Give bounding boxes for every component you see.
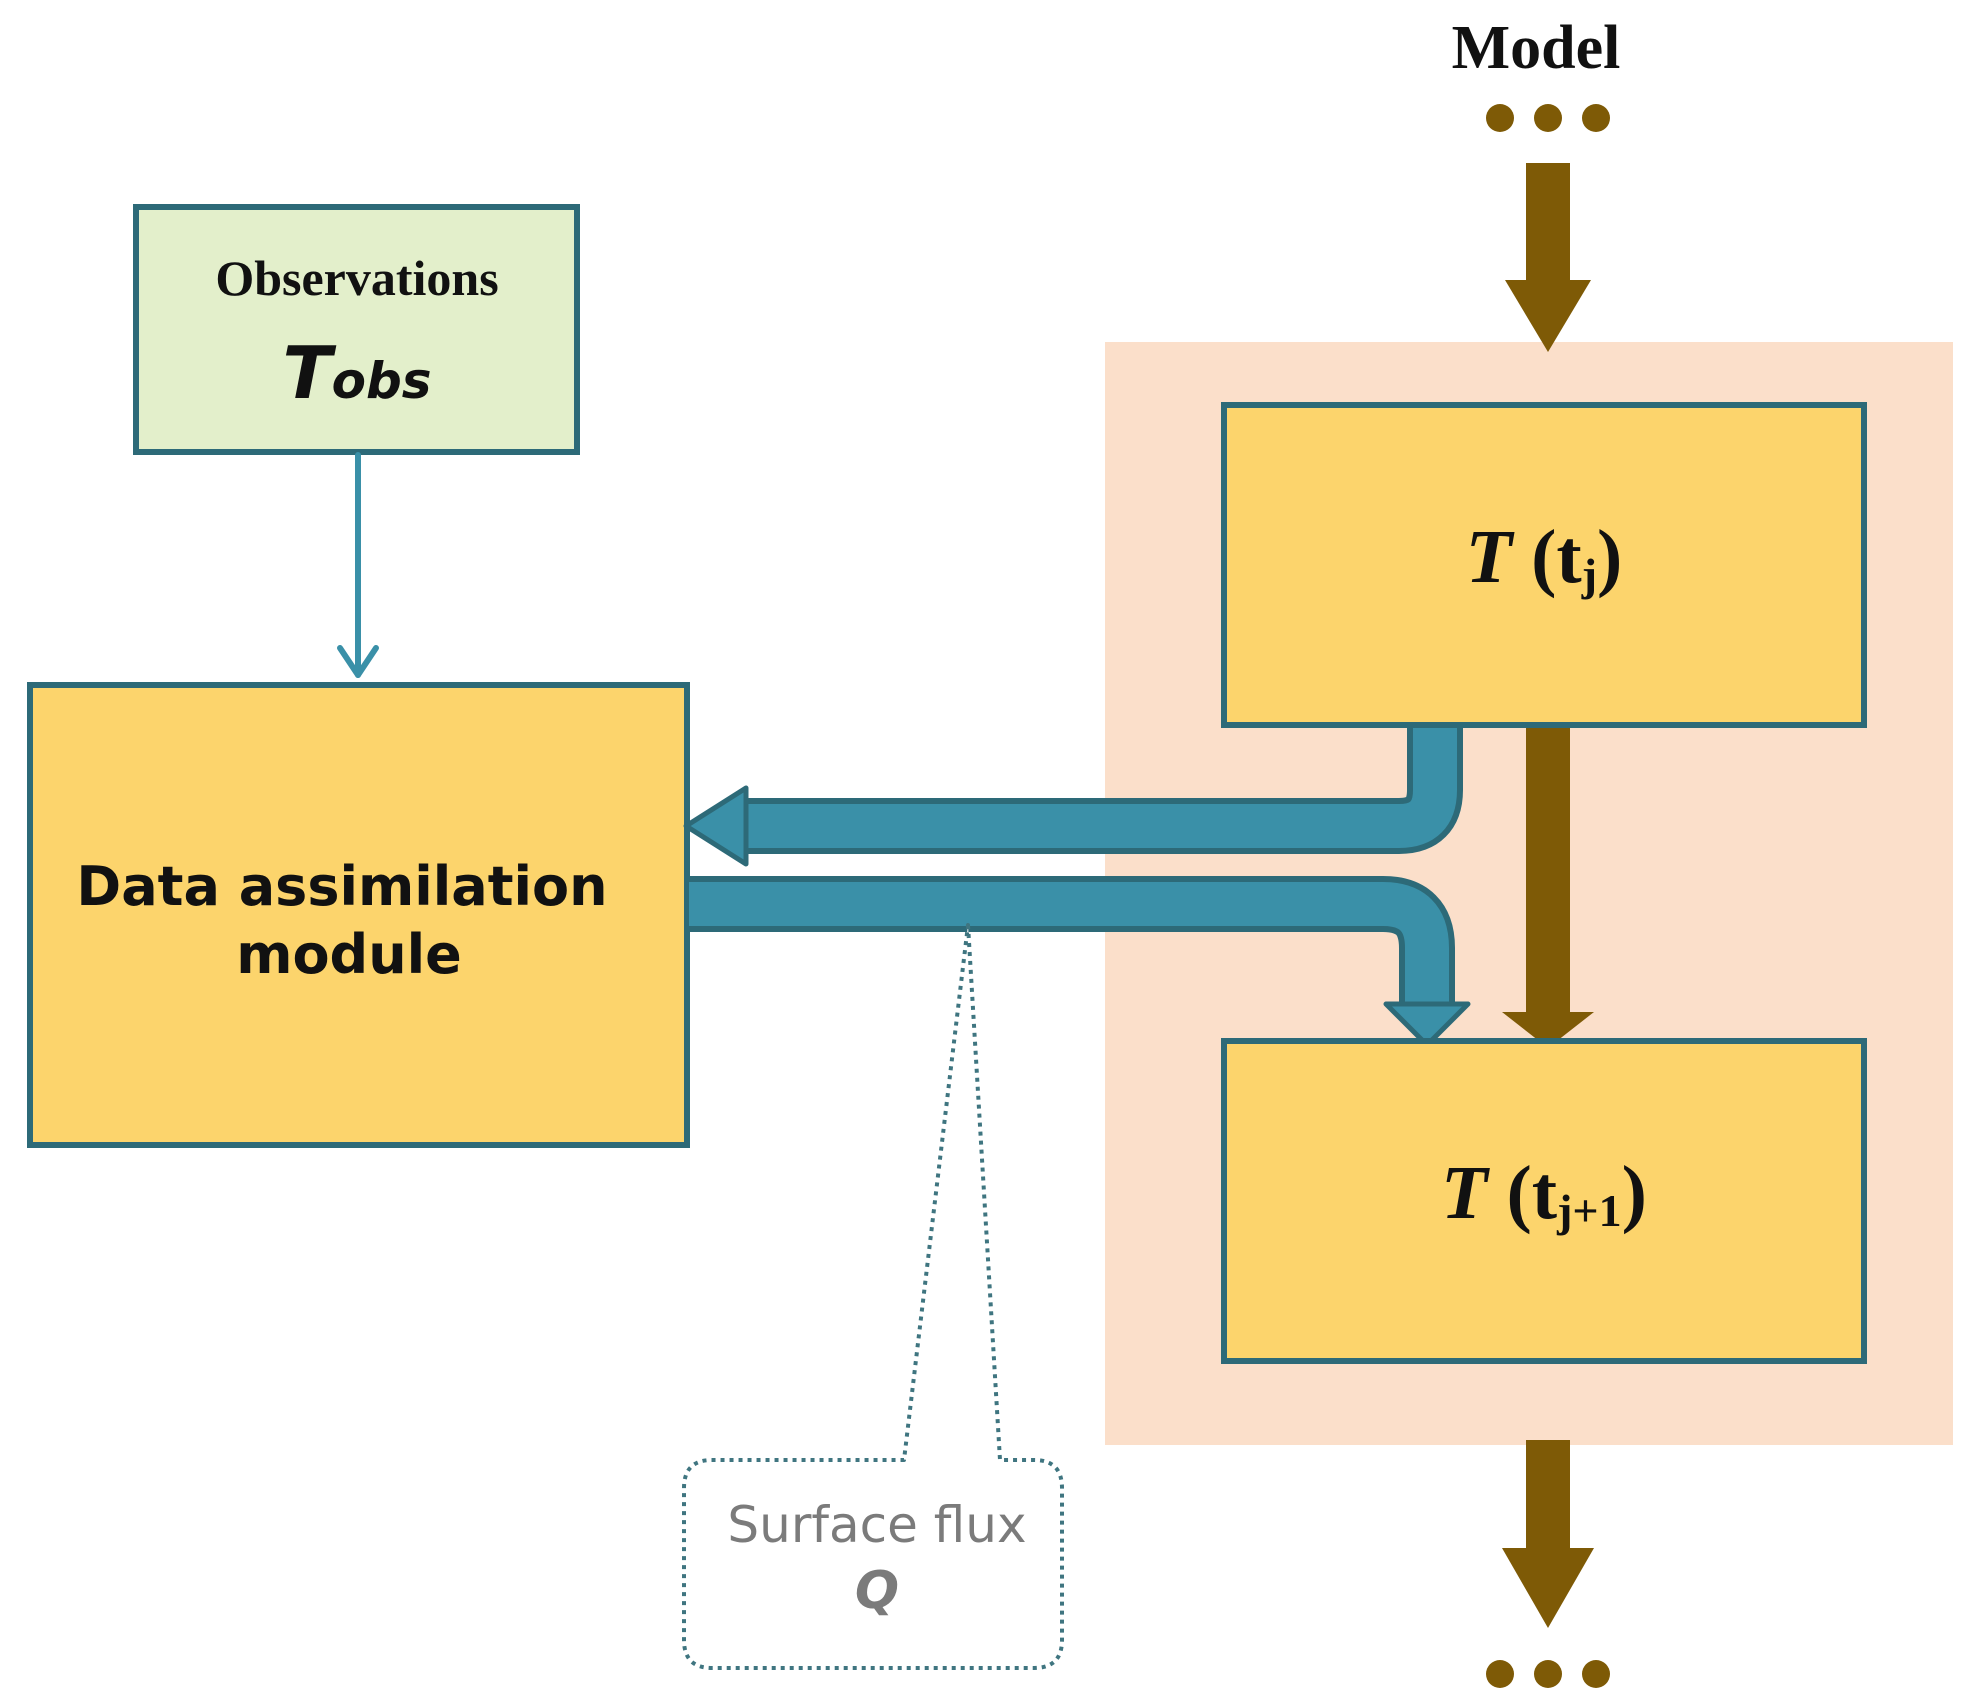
observations-title: Observations <box>215 250 498 306</box>
surface-flux-symbol: Q <box>855 1561 899 1621</box>
state-tj-open: (t <box>1512 515 1582 599</box>
assimilation-module-box <box>27 682 690 1148</box>
state-tj-subscript: j <box>1581 549 1597 600</box>
model-input-arrow <box>1505 163 1591 352</box>
state-tj1-box <box>1221 1038 1867 1364</box>
state-tj-label: T (tj) <box>1466 515 1623 600</box>
obs-subscript: obs <box>332 352 432 410</box>
surface-flux-callout <box>682 923 1064 1670</box>
observations-box <box>133 204 580 455</box>
state-tj-close: ) <box>1597 515 1622 599</box>
assimilation-line1: Data assimilation <box>76 855 607 918</box>
state-tj-box <box>1221 402 1867 728</box>
top-ellipsis <box>1486 104 1610 132</box>
model-label: Model <box>1452 14 1621 82</box>
model-step-arrow <box>1502 728 1594 1048</box>
state-tj1-close: ) <box>1622 1151 1647 1235</box>
surface-flux-label: Surface flux <box>727 1496 1026 1554</box>
bottom-ellipsis <box>1486 1660 1610 1688</box>
observations-to-assimilation-arrow <box>337 452 379 678</box>
assimilation-line2: module <box>236 923 462 986</box>
state-to-assimilation-pipe <box>683 726 1463 867</box>
assimilation-to-state-pipe <box>689 876 1471 1048</box>
state-tj1-open: (t <box>1487 1151 1557 1235</box>
state-tj1-label: T (tj+1) <box>1441 1151 1647 1236</box>
state-tj-symbol: T <box>1466 515 1515 599</box>
observations-symbol: Tobs <box>282 331 431 415</box>
model-output-arrow <box>1502 1440 1594 1628</box>
obs-symbol-T: T <box>282 331 336 415</box>
state-tj1-subscript: j+1 <box>1556 1185 1622 1236</box>
state-tj1-symbol: T <box>1441 1151 1490 1235</box>
